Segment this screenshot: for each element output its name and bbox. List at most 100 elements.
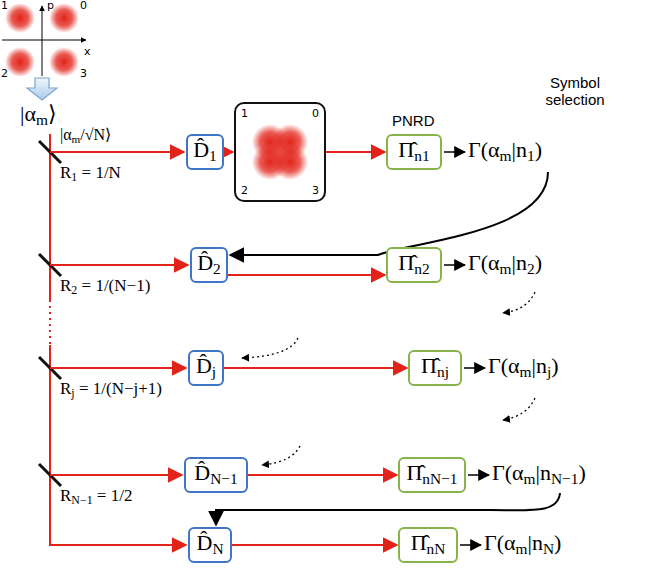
text-piece: Γ(α bbox=[488, 353, 520, 378]
symbol-number: 3 bbox=[80, 68, 87, 79]
text-piece: D̂ bbox=[193, 137, 209, 162]
displacement-box: D̂N−1 bbox=[184, 457, 248, 493]
operator-symbol: D̂2 bbox=[197, 251, 221, 278]
pnrd-box: Π̂nN bbox=[398, 527, 458, 563]
text-piece: ) bbox=[578, 460, 585, 485]
likelihood-label: Γ(αm|nj) bbox=[488, 354, 559, 381]
displacement-box: D̂j bbox=[188, 350, 224, 386]
text-piece: /√N⟩ bbox=[80, 126, 111, 143]
beam-connector bbox=[326, 151, 385, 153]
beam-line bbox=[50, 545, 186, 546]
operator-symbol: D̂1 bbox=[193, 138, 217, 165]
text-piece: m bbox=[516, 541, 528, 558]
x-axis bbox=[2, 40, 86, 41]
text-piece: D̂ bbox=[194, 460, 210, 485]
beam-line bbox=[50, 367, 186, 369]
text-piece: n2 bbox=[414, 261, 429, 278]
likelihood-label: Γ(αm|nN) bbox=[484, 531, 561, 558]
beam-connector bbox=[228, 274, 385, 276]
pnrd-box: Π̂nj bbox=[408, 350, 462, 386]
symbol-number: 0 bbox=[312, 108, 319, 119]
text-piece: Π̂ bbox=[421, 353, 437, 378]
text-piece: N bbox=[543, 541, 554, 558]
text-piece: nj bbox=[437, 364, 449, 381]
text-piece: m bbox=[72, 133, 81, 145]
result-arrow bbox=[444, 264, 465, 266]
phase-space-plot bbox=[2, 3, 86, 77]
result-arrow bbox=[460, 544, 481, 546]
text-piece: 1 bbox=[71, 170, 77, 184]
text-piece: 2 bbox=[527, 261, 535, 278]
text-piece: N−1 bbox=[551, 471, 579, 488]
text-piece: m bbox=[500, 261, 512, 278]
dotted-arrow bbox=[242, 338, 298, 358]
text-piece: N−1 bbox=[210, 471, 238, 488]
text-piece: N−1 bbox=[71, 493, 92, 507]
text-piece: Π̂ bbox=[406, 460, 422, 485]
feedback-arrow bbox=[216, 493, 560, 525]
text-piece: 1 bbox=[209, 148, 217, 165]
state-blob bbox=[5, 47, 35, 77]
text-piece: j bbox=[71, 386, 74, 400]
symbol-number: 2 bbox=[1, 68, 8, 79]
displaced-states-illustration bbox=[236, 104, 324, 200]
operator-symbol: D̂N−1 bbox=[194, 461, 237, 488]
text-piece: ) bbox=[535, 250, 542, 275]
text-piece: |n bbox=[532, 353, 547, 378]
text-piece: = 1/N bbox=[77, 163, 121, 182]
reflectivity: R1 = 1/N bbox=[60, 164, 121, 184]
symbol-selection-label: Symbol selection bbox=[532, 74, 618, 109]
operator-symbol: D̂j bbox=[196, 354, 216, 381]
operator-symbol: Π̂n1 bbox=[398, 138, 429, 165]
beam-connector bbox=[224, 151, 233, 153]
text-piece: Π̂ bbox=[411, 530, 427, 555]
text-piece: n1 bbox=[414, 148, 429, 165]
result-arrow bbox=[468, 474, 489, 476]
text-piece: Γ(α bbox=[468, 250, 500, 275]
text-piece: 2 bbox=[213, 261, 221, 278]
likelihood-label: Γ(αm|n1) bbox=[468, 138, 542, 165]
text-piece: R bbox=[60, 486, 71, 505]
text-piece: ) bbox=[551, 353, 558, 378]
beam-connector bbox=[248, 474, 397, 476]
operator-symbol: Π̂nN bbox=[411, 531, 446, 558]
p-axis bbox=[42, 6, 43, 76]
state-blob bbox=[5, 3, 35, 33]
symbol-number: 1 bbox=[241, 108, 248, 119]
pnrd-box: Π̂n2 bbox=[386, 247, 442, 283]
axis-label: p bbox=[47, 0, 54, 11]
beam-connector bbox=[232, 544, 397, 546]
result-arrow bbox=[444, 151, 465, 153]
displacement-box: D̂N bbox=[188, 527, 232, 563]
displacement-box: D̂2 bbox=[190, 247, 228, 283]
text-piece: |n bbox=[528, 530, 543, 555]
operator-symbol: Π̂nj bbox=[421, 354, 449, 381]
dotted-arrow bbox=[503, 398, 535, 420]
reflectivity: Rj = 1/(N−j+1) bbox=[60, 380, 162, 400]
text-piece: Π̂ bbox=[398, 137, 414, 162]
main-beam-dotted bbox=[49, 300, 51, 345]
text-piece: |α bbox=[60, 126, 72, 143]
main-beam bbox=[49, 345, 51, 546]
text-piece: R bbox=[60, 379, 71, 398]
symbol-number: 0 bbox=[80, 0, 87, 11]
text-piece: m bbox=[36, 111, 48, 128]
text-piece: D̂ bbox=[197, 250, 213, 275]
text-piece: m bbox=[500, 148, 512, 165]
pnrd-box: Π̂n1 bbox=[386, 134, 442, 170]
result-arrow bbox=[464, 367, 485, 369]
text-piece: = 1/(N−j+1) bbox=[75, 379, 162, 398]
likelihood-label: Γ(αm|n2) bbox=[468, 251, 542, 278]
text-piece: Γ(α bbox=[492, 460, 524, 485]
displaced-states-box: 1023 bbox=[234, 102, 326, 202]
dotted-arrow bbox=[262, 446, 300, 465]
split-state: |αm/√N⟩ bbox=[60, 126, 111, 145]
symbol-number: 3 bbox=[312, 185, 319, 196]
text-piece: m bbox=[520, 364, 532, 381]
operator-symbol: Π̂n2 bbox=[398, 251, 429, 278]
pnrd-box: Π̂nN−1 bbox=[398, 457, 466, 493]
dotted-arrow bbox=[503, 292, 535, 313]
state-blob bbox=[49, 47, 79, 77]
beam-line bbox=[50, 151, 184, 153]
